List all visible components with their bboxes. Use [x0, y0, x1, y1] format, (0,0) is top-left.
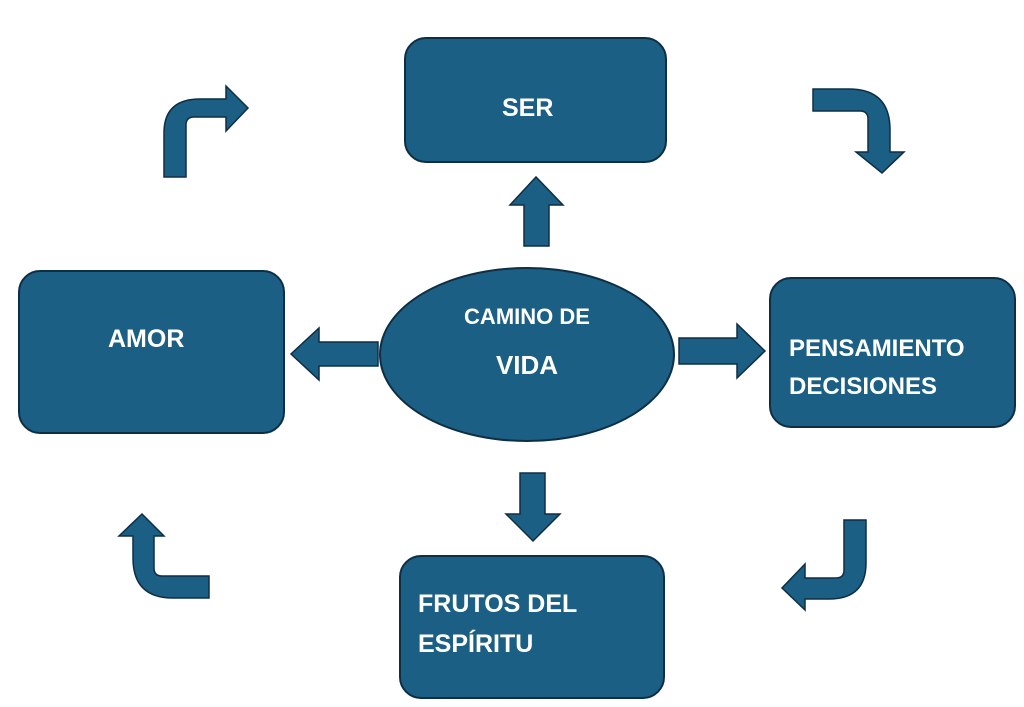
- node-pensamiento: PENSAMIENTO DECISIONES: [769, 277, 1016, 428]
- center-node: CAMINO DE VIDA: [379, 267, 675, 442]
- arrow-up-to-ser: [508, 175, 565, 247]
- node-frutos-line1: FRUTOS DEL: [418, 590, 578, 618]
- curved-arrow-bottom-right: [780, 519, 867, 612]
- arrow-left-to-amor: [289, 326, 379, 382]
- arrow-down-to-frutos: [504, 472, 562, 543]
- node-pensamiento-line1: PENSAMIENTO: [789, 335, 965, 362]
- curved-arrow-top-left: [163, 84, 250, 178]
- curved-arrow-top-right: [812, 88, 906, 174]
- node-ser-label: SER: [502, 94, 554, 122]
- curved-arrow-bottom-left: [117, 512, 210, 599]
- center-node-line2: VIDA: [495, 350, 559, 380]
- center-node-line1: CAMINO DE: [464, 304, 590, 329]
- node-amor: AMOR: [18, 270, 285, 434]
- node-pensamiento-line2: DECISIONES: [789, 373, 938, 400]
- node-frutos-line2: ESPÍRITU: [418, 630, 534, 658]
- arrow-right-to-pensamiento: [678, 322, 767, 380]
- node-frutos: FRUTOS DEL ESPÍRITU: [399, 555, 665, 699]
- node-ser: SER: [404, 37, 667, 163]
- node-amor-label: AMOR: [108, 325, 185, 353]
